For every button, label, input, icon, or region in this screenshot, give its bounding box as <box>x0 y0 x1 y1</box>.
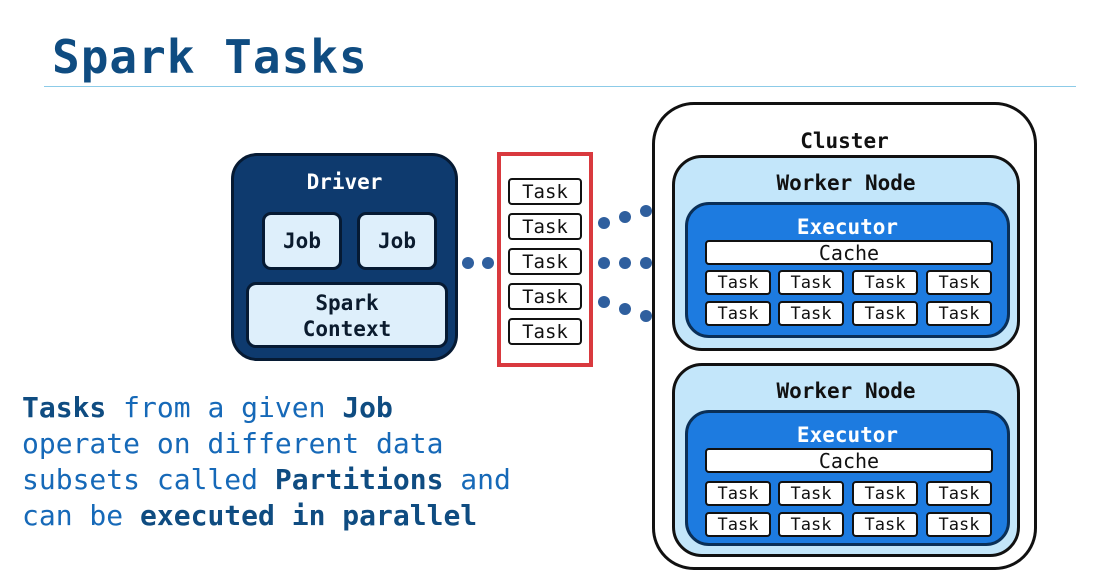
highlight-job: Job <box>342 391 393 424</box>
worker-node-1: Worker Node Executor Cache Task Task Tas… <box>672 155 1020 351</box>
connector-dot <box>462 257 474 269</box>
description-fragment: from a given <box>106 391 343 424</box>
task-queue-frame: Task Task Task Task Task <box>497 152 593 367</box>
executor-task: Task <box>852 301 918 326</box>
driver-label: Driver <box>306 170 383 194</box>
executor-task: Task <box>705 512 771 537</box>
task-box: Task <box>508 178 582 205</box>
connector-dot <box>640 257 652 269</box>
job-box-2: Job <box>357 212 437 270</box>
connector-dot <box>619 211 631 223</box>
executor-task: Task <box>778 481 844 506</box>
highlight-tasks: Tasks <box>22 391 107 424</box>
executor-task: Task <box>926 301 992 326</box>
driver-box: Driver Job Job Spark Context <box>231 153 458 361</box>
executor-task: Task <box>852 270 918 295</box>
connector-dot <box>640 205 652 217</box>
title-underline <box>44 86 1076 87</box>
description-line-2: operate on different data <box>22 427 444 460</box>
description-text: Tasks from a given Job operate on differ… <box>22 390 511 534</box>
executor-task: Task <box>705 301 771 326</box>
executor-task: Task <box>926 270 992 295</box>
executor-box: Executor Cache Task Task Task Task Task … <box>685 202 1010 338</box>
task-box: Task <box>508 213 582 240</box>
task-box: Task <box>508 318 582 345</box>
cache-bar: Cache <box>705 240 993 265</box>
executor-task: Task <box>778 301 844 326</box>
task-box: Task <box>508 283 582 310</box>
spark-context-line2: Context <box>302 317 392 341</box>
executor-task: Task <box>778 270 844 295</box>
executor-label: Executor <box>796 423 899 447</box>
description-line-3: subsets called Partitions and <box>22 462 511 498</box>
executor-task: Task <box>705 481 771 506</box>
description-line-4: can be executed in parallel <box>22 498 511 534</box>
executor-label: Executor <box>796 215 899 239</box>
cache-bar: Cache <box>705 448 993 473</box>
cluster-label: Cluster <box>800 129 889 153</box>
connector-dot <box>598 217 610 229</box>
description-line-1: Tasks from a given Job <box>22 390 511 426</box>
connector-dot <box>598 257 610 269</box>
description-fragment: can be <box>22 499 141 532</box>
connector-dot <box>619 257 631 269</box>
task-box: Task <box>508 248 582 275</box>
description-fragment: and <box>443 463 511 496</box>
executor-task: Task <box>852 512 918 537</box>
connector-dot <box>619 303 631 315</box>
highlight-parallel: executed in parallel <box>140 499 478 532</box>
description-fragment: subsets called <box>22 463 275 496</box>
executor-task: Task <box>926 481 992 506</box>
job-box-1: Job <box>262 212 342 270</box>
connector-dot <box>640 310 652 322</box>
worker-node-label: Worker Node <box>776 171 916 195</box>
executor-task: Task <box>778 512 844 537</box>
connector-dot <box>598 296 610 308</box>
cluster-box: Cluster Worker Node Executor Cache Task … <box>652 102 1037 570</box>
worker-node-2: Worker Node Executor Cache Task Task Tas… <box>672 363 1020 557</box>
spark-context-line1: Spark <box>315 291 379 315</box>
spark-context-box: Spark Context <box>246 282 448 348</box>
worker-node-label: Worker Node <box>776 379 916 403</box>
slide-title: Spark Tasks <box>52 30 368 84</box>
connector-dot <box>482 257 494 269</box>
executor-task: Task <box>852 481 918 506</box>
executor-box: Executor Cache Task Task Task Task Task … <box>685 410 1010 546</box>
executor-task: Task <box>705 270 771 295</box>
executor-task: Task <box>926 512 992 537</box>
highlight-partitions: Partitions <box>274 463 444 496</box>
